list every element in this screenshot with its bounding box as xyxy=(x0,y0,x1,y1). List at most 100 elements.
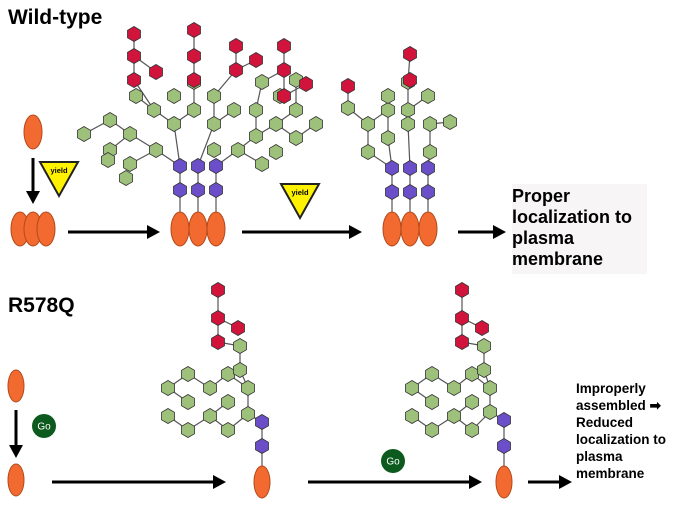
process-arrows xyxy=(9,158,572,489)
go-sign-label: Go xyxy=(37,422,51,433)
terminal-sugar-residue xyxy=(187,48,201,64)
core-sugar-residue xyxy=(173,158,187,174)
branch-sugar-residue xyxy=(231,142,245,158)
branch-sugar-residue xyxy=(181,366,195,382)
wild-type-outcome-line: Proper xyxy=(512,186,571,206)
terminal-sugar-residue xyxy=(455,310,469,326)
wild-type-outcome: Proper localization to plasma membrane xyxy=(512,184,647,274)
branch-sugar-residue xyxy=(221,394,235,410)
yield-sign-icon xyxy=(279,183,321,221)
branch-sugar-residue xyxy=(249,102,263,118)
protein-subunit xyxy=(36,211,56,247)
branch-sugar-residue xyxy=(423,144,437,160)
terminal-sugar-residue xyxy=(403,72,417,88)
go-sign-icon xyxy=(381,449,405,473)
branch-sugar-residue xyxy=(147,102,161,118)
branch-sugar-residue xyxy=(447,408,461,424)
branch-sugar-residue xyxy=(241,406,255,422)
branch-sugar-residue xyxy=(123,126,137,142)
core-sugar-residue xyxy=(255,438,269,454)
yield-sign-label: yield xyxy=(291,188,309,197)
branch-sugar-residue xyxy=(477,362,491,378)
branch-sugar-residue xyxy=(167,116,181,132)
branch-sugar-residue xyxy=(129,88,143,104)
terminal-sugar-residue xyxy=(149,64,163,80)
arrow-head xyxy=(469,475,482,489)
branch-sugar-residue xyxy=(381,130,395,146)
branch-sugar-residue xyxy=(207,142,221,158)
branch-sugar-residue xyxy=(421,88,435,104)
branch-sugar-residue xyxy=(227,102,241,118)
branch-sugar-residue xyxy=(77,126,91,142)
mutant-outcome-line: assembled ➡ xyxy=(576,398,661,413)
branch-sugar-residue xyxy=(401,116,415,132)
branch-sugar-residue xyxy=(241,380,255,396)
mutant-title: R578Q xyxy=(8,294,75,317)
branch-sugar-residue xyxy=(103,112,117,128)
core-sugar-residue xyxy=(209,158,223,174)
branch-sugar-residue xyxy=(249,128,263,144)
core-sugar-residue xyxy=(385,160,399,176)
protein-subunit xyxy=(170,211,190,247)
branch-sugar-residue xyxy=(465,422,479,438)
branch-sugar-residue xyxy=(101,152,115,168)
core-sugar-residue xyxy=(191,158,205,174)
terminal-sugar-residue xyxy=(277,38,291,54)
protein-subunit xyxy=(418,211,438,247)
branch-sugar-residue xyxy=(161,408,175,424)
protein-subunit xyxy=(188,211,208,247)
branch-sugar-residue xyxy=(233,338,247,354)
arrow-head xyxy=(147,225,160,239)
yield-sign-label: yield xyxy=(50,166,68,175)
terminal-sugar-residue xyxy=(187,72,201,88)
branch-sugar-residue xyxy=(181,394,195,410)
arrow-head xyxy=(493,225,506,239)
terminal-sugar-residue xyxy=(229,62,243,78)
terminal-sugar-residue xyxy=(231,320,245,336)
yield-sign-icon xyxy=(38,161,80,199)
branch-sugar-residue xyxy=(161,380,175,396)
branch-sugar-residue xyxy=(149,142,163,158)
terminal-sugar-residue xyxy=(455,282,469,298)
core-sugar-residue xyxy=(421,184,435,200)
mutant-outcome-line: Reduced xyxy=(576,415,634,430)
branch-sugar-residue xyxy=(269,116,283,132)
protein-subunit xyxy=(23,114,43,150)
branch-sugar-residue xyxy=(233,362,247,378)
protein-subunit xyxy=(206,211,226,247)
core-sugar-residue xyxy=(421,160,435,176)
wild-type-outcome-line: localization to xyxy=(512,207,633,227)
protein-subunit xyxy=(400,211,420,247)
mutant-outcome: Improperly assembled ➡ Reduced localizat… xyxy=(576,380,679,482)
branch-sugar-residue xyxy=(425,422,439,438)
branch-sugar-residue xyxy=(341,100,355,116)
right-arrow-icon: ➡ xyxy=(649,398,661,413)
branch-sugar-residue xyxy=(167,88,181,104)
terminal-sugar-residue xyxy=(249,52,263,68)
core-sugar-residue xyxy=(385,184,399,200)
branch-sugar-residue xyxy=(289,130,303,146)
mutant-outcome-line: membrane xyxy=(576,466,645,481)
branch-sugar-residue xyxy=(221,366,235,382)
branch-sugar-residue xyxy=(381,88,395,104)
terminal-sugar-residue xyxy=(229,38,243,54)
branch-sugar-residue xyxy=(361,116,375,132)
core-sugar-residue xyxy=(403,184,417,200)
protein-subunit xyxy=(253,465,271,499)
protein-subunit xyxy=(495,465,513,499)
branch-sugar-residue xyxy=(465,394,479,410)
branch-sugar-residue xyxy=(425,366,439,382)
terminal-sugar-residue xyxy=(277,88,291,104)
terminal-sugar-residue xyxy=(187,22,201,38)
terminal-sugar-residue xyxy=(403,46,417,62)
terminal-sugar-residue xyxy=(475,320,489,336)
core-sugar-residue xyxy=(497,438,511,454)
wild-type-outcome-line: membrane xyxy=(512,249,604,269)
branch-sugar-residue xyxy=(361,144,375,160)
core-sugar-residue xyxy=(209,182,223,198)
glycan-linkages xyxy=(83,30,505,466)
terminal-sugar-residue xyxy=(127,48,141,64)
branch-sugar-residue xyxy=(221,422,235,438)
